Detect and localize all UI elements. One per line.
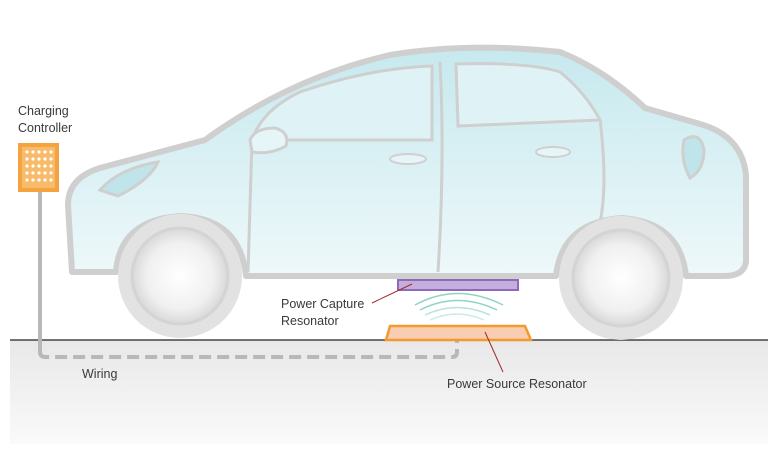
label-line: Controller	[18, 121, 73, 135]
wiring	[38, 340, 459, 359]
side-mirror	[248, 126, 289, 155]
headlight	[681, 135, 706, 181]
wireless-waves-icon	[414, 292, 504, 321]
door-handle	[535, 146, 571, 158]
source-leader-line	[484, 331, 504, 373]
rear-window	[249, 64, 434, 142]
door-line	[436, 61, 444, 273]
wiring-label: Wiring	[82, 367, 118, 381]
door-handle	[389, 153, 427, 165]
label-line: Power Capture	[281, 297, 365, 311]
front-window	[454, 62, 603, 128]
label-line: Resonator	[281, 314, 339, 328]
rear-wheel	[118, 214, 242, 338]
label-line: Charging	[18, 104, 69, 118]
door-line-rear	[246, 139, 254, 273]
front-wheel	[559, 216, 683, 340]
capture-leader-line	[371, 283, 413, 304]
charging-controller-icon	[18, 143, 59, 192]
power-source-label: Power Source Resonator	[447, 377, 587, 391]
power-capture-label: Power Capture Resonator	[281, 296, 364, 330]
tail-light	[97, 160, 161, 198]
power-capture-resonator	[397, 279, 519, 291]
power-source-resonator	[384, 324, 533, 342]
charging-controller-label: Charging Controller	[18, 103, 72, 137]
